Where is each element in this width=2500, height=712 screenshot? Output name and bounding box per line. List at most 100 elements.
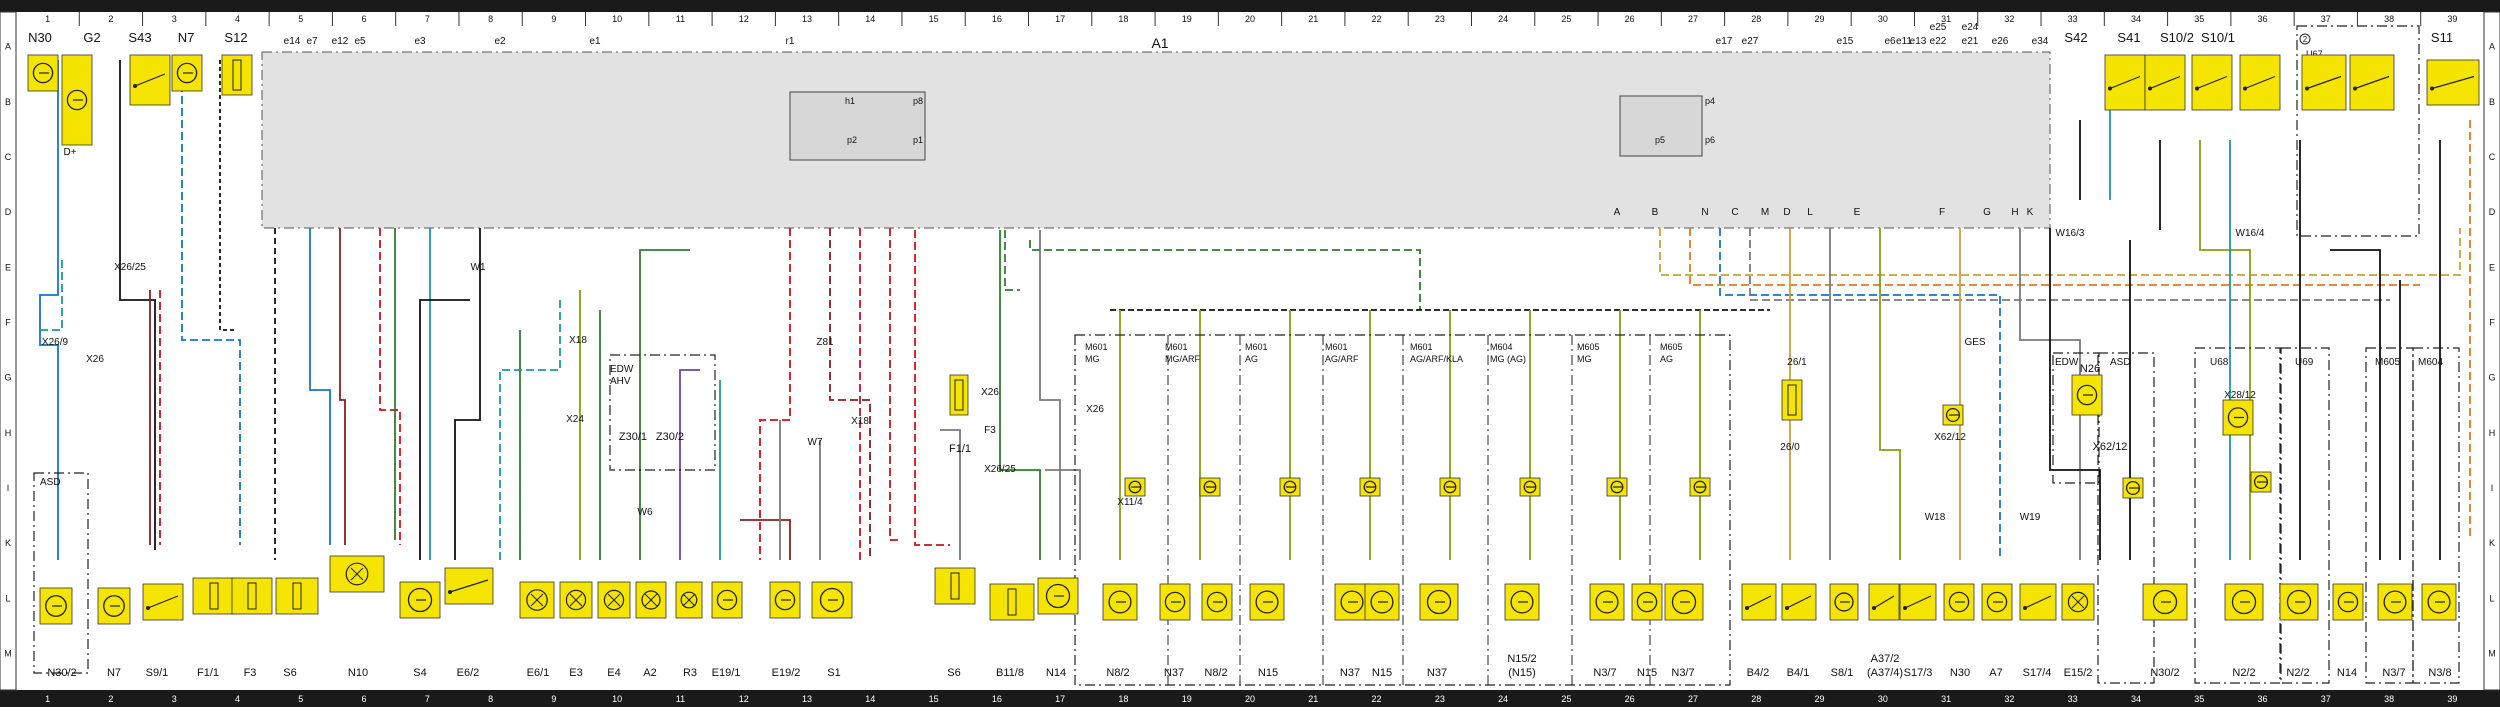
bottom-component-label: N30 [1950,667,1970,679]
component [989,583,1035,621]
sensor-symbol [2076,384,2098,406]
component [1334,583,1370,621]
box-label: ASD [40,477,61,488]
component [559,581,593,619]
connector-label: 26/0 [1780,442,1800,453]
grid-col-bottom-label: 24 [1498,694,1508,704]
component [2239,54,2281,111]
s10-variant-note-circle [2299,33,2311,45]
bottom-component-label: B11/8 [996,667,1024,679]
sensor-symbol [2337,591,2359,613]
grid-col-top-label: 29 [1815,14,1825,24]
grid-col-bottom-label: 38 [2384,694,2394,704]
connector-label: X28/12 [2224,390,2256,401]
component [519,581,555,619]
box-label: EDW [2055,357,2079,368]
component-body [2104,54,2146,111]
component [1781,379,1803,421]
component [275,577,319,615]
component [1868,583,1900,621]
sensor-symbol [2383,590,2407,614]
wire [889,228,900,541]
right-ruler [2483,11,2500,691]
fuse-symbol [292,582,302,610]
bottom-component-label: N15 [1372,667,1392,679]
wire [1719,228,2001,560]
switch-contact [2148,86,2152,91]
module-pin-label: e14 [284,36,301,47]
connector-label: X26/25 [114,262,146,273]
lamp-cross [2071,595,2085,609]
sensor-symbol [1834,592,1854,612]
bottom-component-label: S6 [947,667,960,679]
box-label: M605 [2375,357,2400,368]
component [2222,399,2254,436]
lamp-cross [530,593,544,607]
grid-col-bottom-label: 16 [992,694,1002,704]
component [635,581,667,619]
bottom-component-label: N2/2 [2232,667,2255,679]
connector-label: D [1783,207,1790,218]
bottom-component-label: N3/7 [1593,667,1616,679]
module-pin-label: e15 [1837,36,1854,47]
bottom-component-label: E3 [569,667,582,679]
component [1943,583,1975,621]
component [1102,583,1138,621]
top-component-label: S42 [2064,30,2087,45]
module-pin-label: e22 [1930,36,1947,47]
variant-label: M601 [1325,342,1348,352]
module-pin-label: e24 [1962,22,1979,33]
sensor-symbol [66,89,88,111]
switch-symbol [2109,75,2141,90]
switch-contact [2353,86,2357,91]
sensor-symbol [1206,591,1228,613]
bottom-component-label: (A37/4) [1867,667,1903,679]
box-label: ASD [2110,357,2131,368]
variant-box [2280,347,2330,684]
wire [1045,469,1081,560]
switch-contact [1785,606,1789,610]
module-pin-label: r1 [786,36,795,47]
component [39,587,73,625]
module-pin-label: e7 [306,36,318,47]
sensor-symbol [1370,590,1394,614]
lamp-cross [569,593,583,607]
grid-col-top-label: 11 [676,14,685,24]
bottom-component-label: N37 [1340,667,1360,679]
module-pin-label: e2 [494,36,506,47]
connector-label: N [1701,207,1708,218]
grid-col-bottom-label: 39 [2447,694,2457,704]
grid-col-bottom-label: 10 [612,694,622,704]
sensor-symbol [2227,407,2249,428]
sensor-symbol [1636,591,1658,613]
side-component-label: F1/1 [949,443,971,455]
switch-contact [2023,606,2027,610]
bottom-component-label: S1 [827,667,840,679]
bottom-component-label: N15 [1637,667,1657,679]
grid-col-top-label: 2 [108,14,113,24]
component [2421,583,2457,621]
component [1781,583,1817,621]
component [1631,583,1663,621]
component [1942,404,1964,426]
switch-contact [2195,86,2199,91]
component [97,587,131,625]
connector-label: X26 [981,387,999,398]
module-pin-label: e5 [354,36,366,47]
grid-col-bottom-label: 29 [1815,694,1825,704]
variant-box [2097,352,2155,684]
bottom-component-label: N37 [1427,667,1447,679]
grid-col-top-label: 31 [1941,14,1951,24]
grid-col-top-label: 12 [739,14,749,24]
bottom-component-label: A7 [1989,667,2002,679]
connector-label: W19 [2020,512,2041,523]
variant-label: M604 [1490,342,1513,352]
component [811,581,853,619]
component [1606,477,1628,497]
s10-variant-note: 2 [2303,35,2308,44]
fuse-symbol [232,59,242,91]
grid-row-left-label: M [4,648,12,658]
component-body [989,583,1035,621]
connector-label: W18 [1925,512,1946,523]
grid-col-bottom-label: 30 [1878,694,1888,704]
